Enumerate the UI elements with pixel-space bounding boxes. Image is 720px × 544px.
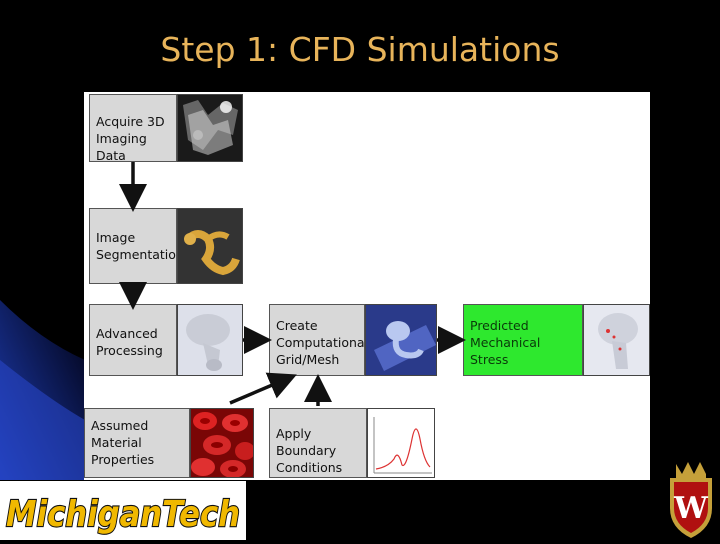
wisconsin-crest-logo: W — [662, 456, 720, 540]
material-properties-box: Assumed Material Properties — [84, 408, 190, 478]
advanced-processing-box: Advanced Processing — [89, 304, 177, 376]
image-segmentation-box: Image Segmentation — [89, 208, 177, 284]
create-grid-box: Create Computational Grid/Mesh — [269, 304, 365, 376]
michigan-tech-logo: MichiganTech — [0, 481, 246, 540]
red-blood-cells-thumbnail — [190, 408, 254, 478]
stress-result-thumbnail — [583, 304, 650, 376]
processing-thumbnail — [177, 304, 243, 376]
wisconsin-crest-letter: W — [673, 491, 709, 526]
grid-mesh-thumbnail — [365, 304, 437, 376]
predicted-stress-box: Predicted Mechanical Stress — [463, 304, 583, 376]
michigan-tech-logo-text: MichiganTech — [6, 494, 240, 535]
segmentation-thumbnail — [177, 208, 243, 284]
slide-title: Step 1: CFD Simulations — [0, 30, 720, 69]
acquire-imaging-box: Acquire 3D Imaging Data — [89, 94, 177, 162]
imaging-data-thumbnail — [177, 94, 243, 162]
boundary-plot-thumbnail — [367, 408, 435, 478]
boundary-conditions-box: Apply Boundary Conditions — [269, 408, 367, 478]
